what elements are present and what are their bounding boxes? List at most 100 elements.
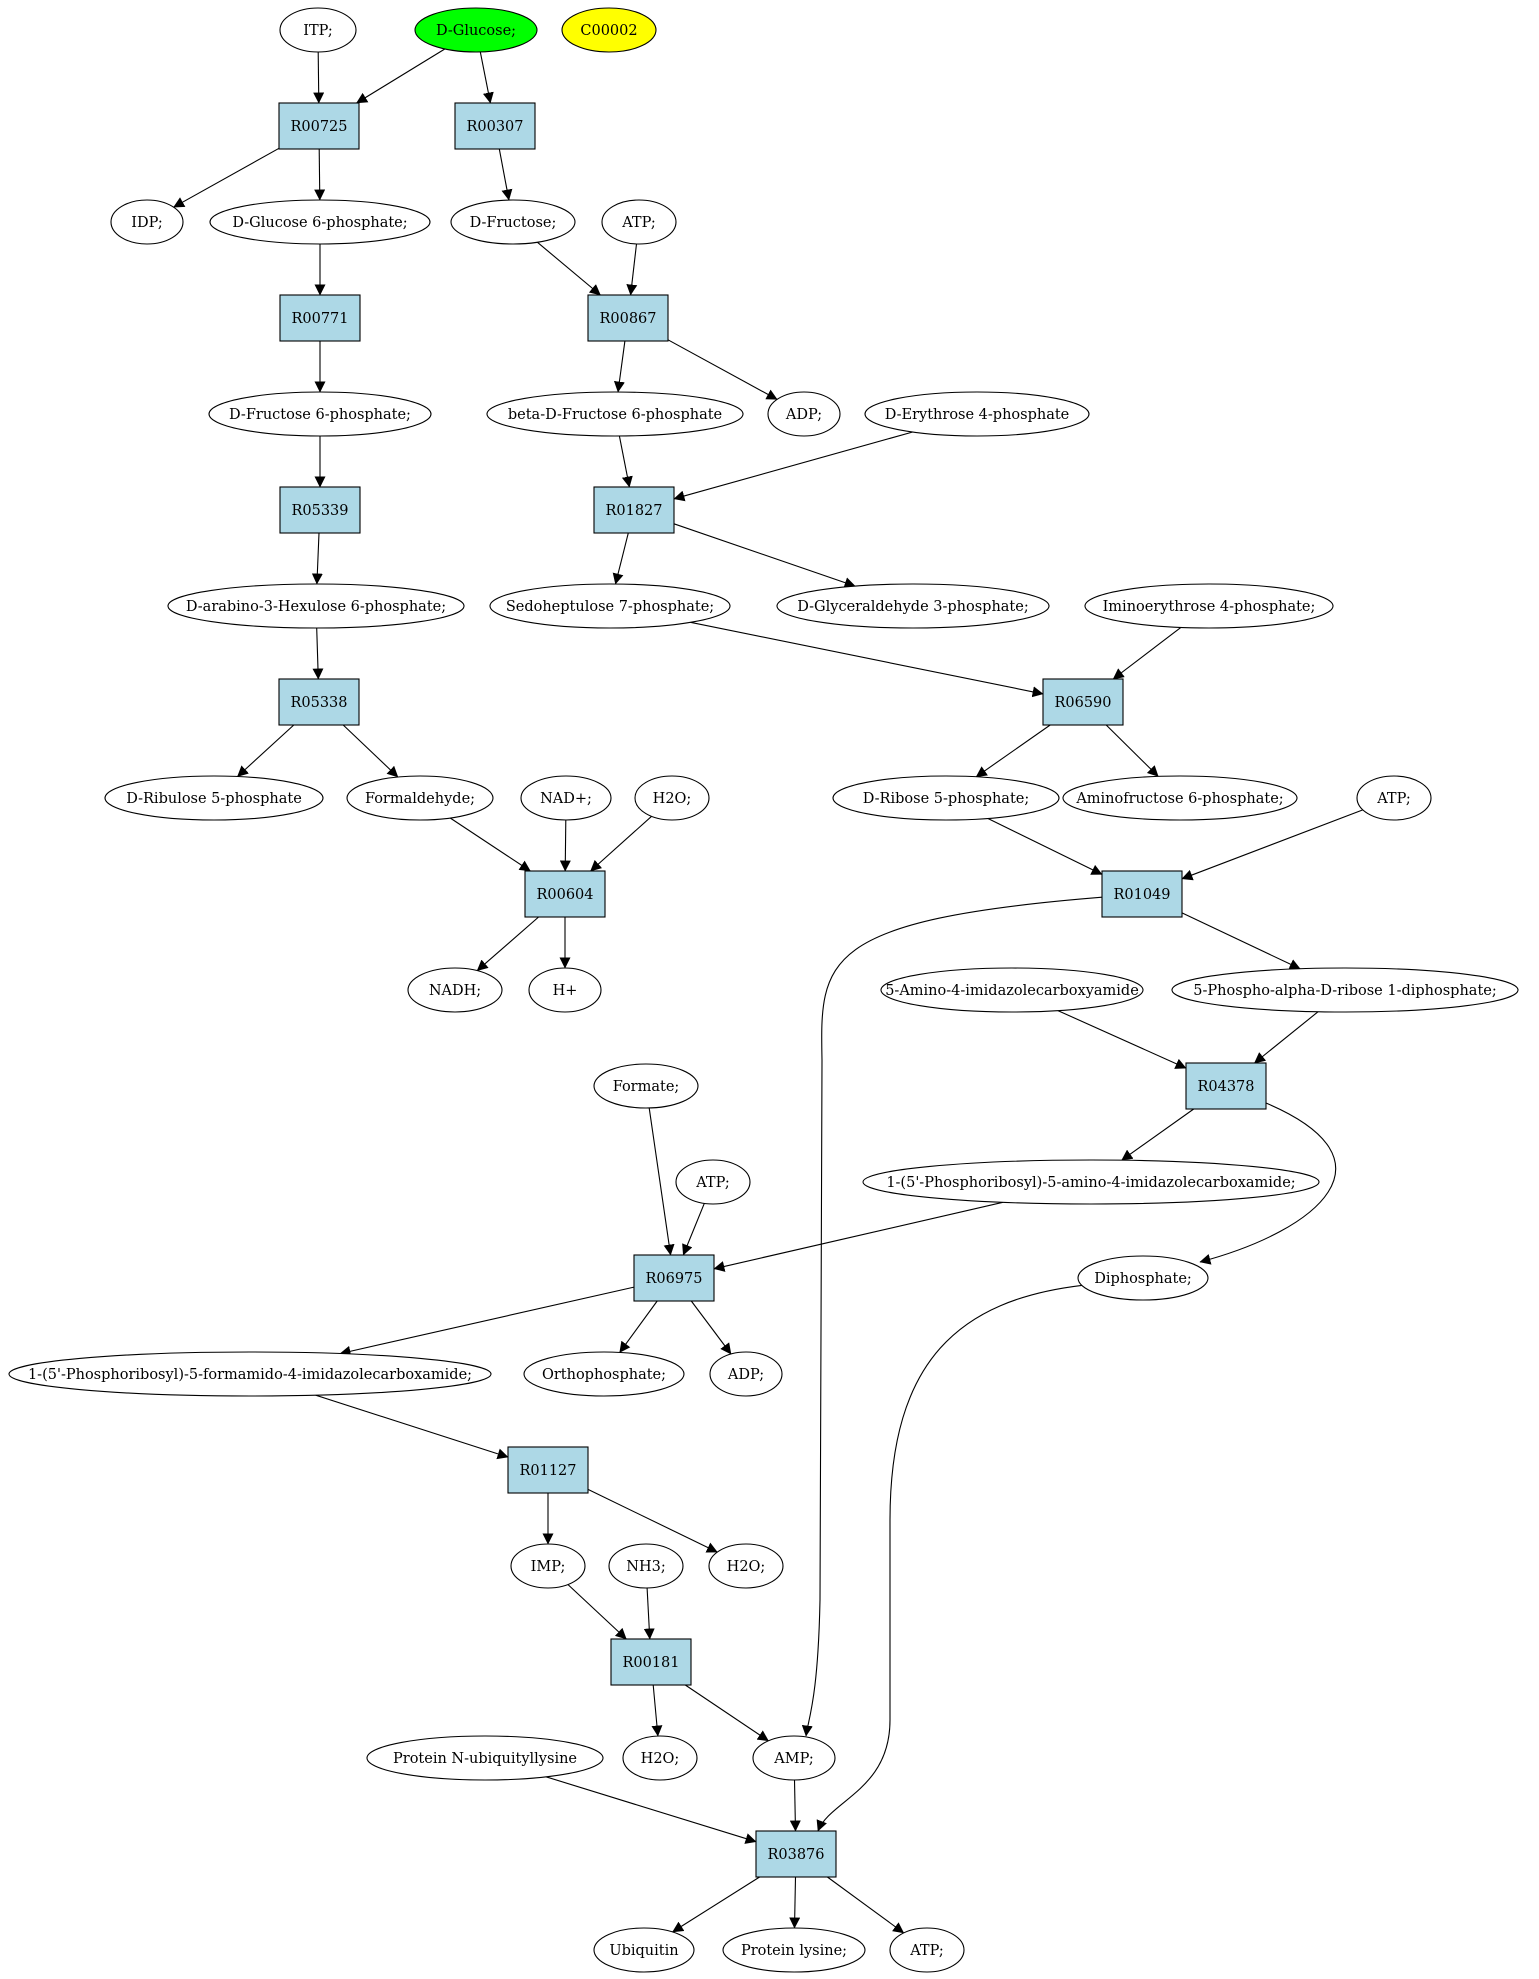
- compound-node-d-glucose[interactable]: D-Glucose;: [414, 7, 538, 53]
- compound-node-h-plus[interactable]: H+: [528, 967, 602, 1013]
- edge-r04378-to-diphosphate: [1199, 1102, 1337, 1265]
- compound-node-protein-lysine[interactable]: Protein lysine;: [722, 1927, 866, 1973]
- compound-ellipse: [767, 391, 841, 437]
- compound-ellipse: [889, 1927, 965, 1973]
- edge-aica-to-r04378: [1057, 1010, 1187, 1069]
- compound-node-atp-3[interactable]: ATP;: [675, 1159, 751, 1205]
- compound-ellipse: [675, 1159, 751, 1205]
- reaction-node-r00771[interactable]: R00771: [279, 294, 361, 342]
- compound-node-prpp[interactable]: 5-Phospho-alpha-D-ribose 1-diphosphate;: [1171, 967, 1519, 1013]
- reaction-node-r04378[interactable]: R04378: [1185, 1062, 1267, 1110]
- reaction-node-r00867[interactable]: R00867: [587, 294, 669, 342]
- edge-r06590-to-d-ribose-5p: [975, 724, 1051, 778]
- compound-node-amp[interactable]: AMP;: [752, 1735, 836, 1781]
- node-label: ADP;: [727, 1367, 764, 1383]
- compound-node-formate[interactable]: Formate;: [593, 1063, 699, 1109]
- node-label: Formaldehyde;: [365, 791, 475, 807]
- node-label: R06975: [645, 1271, 702, 1287]
- node-label: C00002: [580, 23, 637, 39]
- compound-node-iminoerythrose-4p[interactable]: Iminoerythrose 4-phosphate;: [1084, 583, 1334, 629]
- compound-node-imp[interactable]: IMP;: [510, 1543, 586, 1589]
- compound-node-d-arabino-hexulose[interactable]: D-arabino-3-Hexulose 6-phosphate;: [167, 583, 465, 629]
- compound-ellipse: [864, 391, 1090, 437]
- edge-d-ribose-5p-to-r01049: [987, 817, 1103, 875]
- compound-node-h2o-1[interactable]: H2O;: [634, 775, 710, 821]
- edge-r05338-to-d-ribulose-5p: [237, 724, 295, 777]
- compound-node-aminofructose-6p[interactable]: Aminofructose 6-phosphate;: [1062, 775, 1298, 821]
- compound-node-h2o-2[interactable]: H2O;: [708, 1543, 784, 1589]
- compound-node-nad-plus[interactable]: NAD+;: [520, 775, 612, 821]
- compound-node-nh3[interactable]: NH3;: [608, 1543, 684, 1589]
- reaction-node-r01127[interactable]: R01127: [507, 1446, 589, 1494]
- compound-node-aicar[interactable]: 1-(5'-Phosphoribosyl)-5-amino-4-imidazol…: [862, 1159, 1320, 1205]
- compound-node-ubiquitin[interactable]: Ubiquitin: [593, 1927, 695, 1973]
- node-label: R05339: [291, 503, 348, 519]
- compound-node-d-fructose-6p[interactable]: D-Fructose 6-phosphate;: [208, 391, 432, 437]
- compound-ellipse: [104, 775, 324, 821]
- edge-formate-to-r06975: [648, 1107, 675, 1256]
- compound-node-itp[interactable]: ITP;: [279, 7, 357, 53]
- reaction-node-r00604[interactable]: R00604: [524, 870, 606, 918]
- edge-r06590-to-aminofructose-6p: [1105, 724, 1159, 777]
- node-label: D-arabino-3-Hexulose 6-phosphate;: [186, 599, 446, 615]
- node-label: R01827: [605, 503, 662, 519]
- reaction-node-r01049[interactable]: R01049: [1101, 870, 1183, 918]
- compound-node-c00002[interactable]: C00002: [561, 7, 657, 53]
- node-label: R06590: [1054, 695, 1111, 711]
- reaction-node-r05339[interactable]: R05339: [279, 486, 361, 534]
- compound-node-orthophosphate[interactable]: Orthophosphate;: [523, 1351, 685, 1397]
- compound-node-h2o-3[interactable]: H2O;: [622, 1735, 698, 1781]
- node-label: R05338: [290, 695, 347, 711]
- compound-ellipse: [722, 1927, 866, 1973]
- compound-node-d-ribulose-5p[interactable]: D-Ribulose 5-phosphate: [104, 775, 324, 821]
- reaction-node-r00307[interactable]: R00307: [454, 102, 536, 150]
- node-label: H2O;: [727, 1559, 766, 1575]
- compound-node-d-ribose-5p[interactable]: D-Ribose 5-phosphate;: [832, 775, 1060, 821]
- node-label: H+: [553, 983, 578, 999]
- compound-node-protein-ubiquityllysine[interactable]: Protein N-ubiquityllysine: [366, 1735, 604, 1781]
- edge-amp-to-r03876: [789, 1779, 801, 1832]
- compound-node-aica[interactable]: 5-Amino-4-imidazolecarboxyamide: [880, 967, 1144, 1013]
- reaction-node-r03876[interactable]: R03876: [755, 1830, 837, 1878]
- edge-r06975-to-faicar: [339, 1286, 635, 1357]
- compound-node-d-glyceraldehyde-3p[interactable]: D-Glyceraldehyde 3-phosphate;: [776, 583, 1050, 629]
- node-label: Iminoerythrose 4-phosphate;: [1103, 599, 1316, 615]
- node-label: ITP;: [303, 23, 333, 39]
- reaction-node-r05338[interactable]: R05338: [278, 678, 360, 726]
- node-label: Ubiquitin: [609, 1943, 678, 1959]
- compound-node-nadh[interactable]: NADH;: [407, 967, 503, 1013]
- compound-node-beta-d-fructose-6p[interactable]: beta-D-Fructose 6-phosphate: [486, 391, 744, 437]
- compound-node-d-fructose[interactable]: D-Fructose;: [450, 199, 576, 245]
- edge-atp-2-to-r01049: [1181, 809, 1363, 881]
- compound-ellipse: [279, 7, 357, 53]
- compound-node-adp-1[interactable]: ADP;: [767, 391, 841, 437]
- compound-ellipse: [528, 967, 602, 1013]
- reaction-node-r06975[interactable]: R06975: [633, 1254, 715, 1302]
- reaction-node-r00181[interactable]: R00181: [610, 1638, 692, 1686]
- compound-node-sedoheptulose-7p[interactable]: Sedoheptulose 7-phosphate;: [489, 583, 731, 629]
- reaction-node-r00725[interactable]: R00725: [278, 102, 360, 150]
- reaction-node-r01827[interactable]: R01827: [593, 486, 675, 534]
- compound-node-atp-1[interactable]: ATP;: [601, 199, 677, 245]
- reaction-box: [593, 486, 675, 534]
- edge-r06975-to-adp-2: [690, 1300, 732, 1355]
- edge-d-glucose-to-r00725: [356, 48, 446, 104]
- compound-node-faicar[interactable]: 1-(5'-Phosphoribosyl)-5-formamido-4-imid…: [8, 1351, 492, 1397]
- compound-node-formaldehyde[interactable]: Formaldehyde;: [346, 775, 494, 821]
- compound-node-d-erythrose-4p[interactable]: D-Erythrose 4-phosphate: [864, 391, 1090, 437]
- compound-ellipse: [510, 1543, 586, 1589]
- compound-node-atp-2[interactable]: ATP;: [1356, 775, 1432, 821]
- compound-ellipse: [601, 199, 677, 245]
- compound-node-diphosphate[interactable]: Diphosphate;: [1077, 1255, 1209, 1301]
- edge-formaldehyde-to-r00604: [449, 817, 531, 872]
- reaction-node-r06590[interactable]: R06590: [1042, 678, 1124, 726]
- compound-node-adp-2[interactable]: ADP;: [709, 1351, 783, 1397]
- node-label: IMP;: [531, 1559, 566, 1575]
- compound-node-idp[interactable]: IDP;: [110, 199, 184, 245]
- compound-node-atp-4[interactable]: ATP;: [889, 1927, 965, 1973]
- edge-r00604-to-nadh: [476, 916, 539, 972]
- compound-node-d-glucose-6p[interactable]: D-Glucose 6-phosphate;: [209, 199, 431, 245]
- node-label: H2O;: [653, 791, 692, 807]
- edge-atp-1-to-r00867: [626, 243, 638, 296]
